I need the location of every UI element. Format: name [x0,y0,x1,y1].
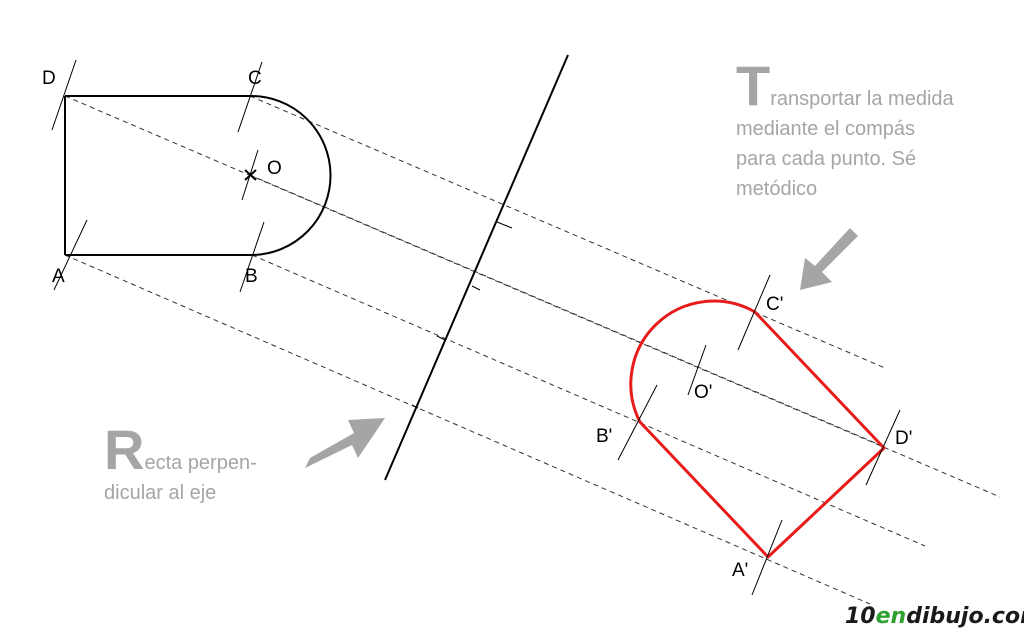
projection-line-a [64,254,871,605]
perpendicular-ticks [411,221,513,409]
label-c: C [248,68,262,89]
note-transport: Transportar la medida mediante el compás… [736,58,1016,204]
arrow-to-perpendicular [305,418,385,468]
note-transport-line3: para cada punto. Sé [736,148,917,170]
label-d: D [42,68,56,89]
projection-line-o [249,174,881,446]
label-a-prime: A' [732,560,748,581]
label-d-prime: D' [895,428,912,449]
label-c-prime: C' [766,294,783,315]
brand-num: 10 [845,604,876,629]
note-recta-initial: R [104,418,145,481]
label-b: B [245,266,258,287]
transformed-outline [629,299,886,559]
original-compass-marks [51,59,265,293]
note-transport-line1: ransportar la medida [770,88,954,110]
projection-lines [64,95,1001,605]
note-transport-line4: metódico [736,178,818,200]
label-o: O [267,158,282,179]
transformed-figure [629,299,886,559]
note-transport-initial: T [736,54,771,117]
arrow-to-transformed [800,228,858,290]
transformed-compass-marks [617,274,901,596]
label-b-prime: B' [596,426,612,447]
brand-rest: dibujo.com [906,604,1024,629]
projection-line-c [249,95,886,369]
label-a: A [52,266,65,287]
original-figure [64,94,332,256]
note-recta-line1: ecta perpen- [144,452,257,474]
brand-logo: 10endibujo.com [845,604,1024,629]
note-recta-line2: dicular al eje [104,482,217,504]
perpendicular-line [384,54,569,481]
center-o-mark [244,169,257,181]
label-o-prime: O' [694,382,712,403]
brand-en: en [875,604,907,629]
note-transport-line2: mediante el compás [736,118,915,140]
semicircle-cb [249,94,332,256]
note-recta: Recta perpen- dicular al eje [104,422,304,508]
